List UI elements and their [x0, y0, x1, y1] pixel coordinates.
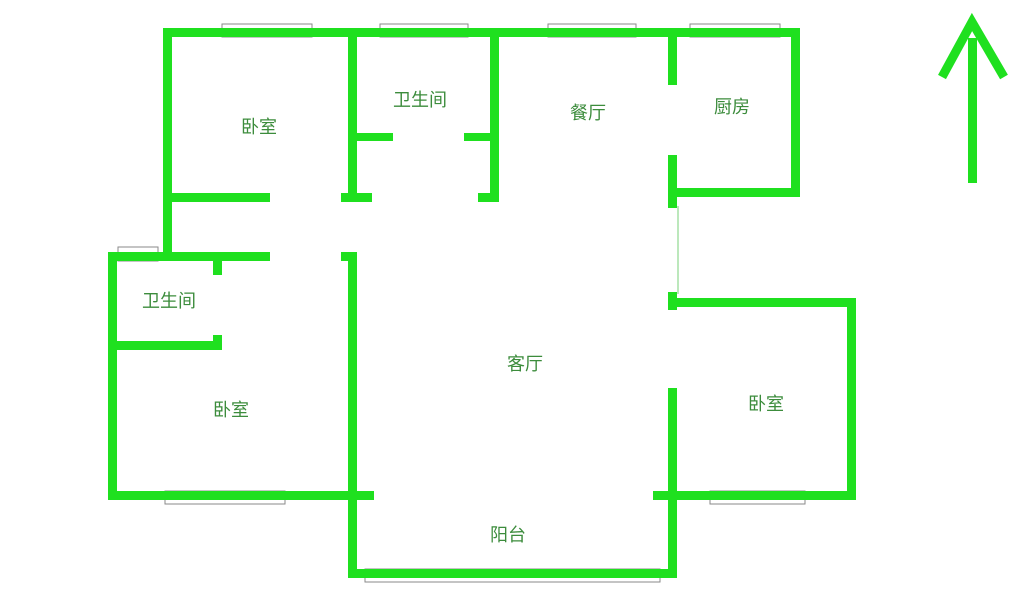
wall-segment [163, 28, 800, 37]
room-label-bathroom-n: 卫生间 [393, 90, 447, 111]
wall-segment [213, 261, 222, 275]
wall-segment [108, 252, 270, 261]
wall-segment [464, 133, 490, 141]
wall-segment [668, 188, 800, 197]
room-label-bedroom-nw: 卧室 [241, 117, 277, 138]
wall-segment [653, 491, 856, 500]
wall-segment [348, 252, 357, 578]
walls [108, 28, 856, 578]
wall-segment [213, 335, 222, 350]
room-label-kitchen: 厨房 [714, 97, 750, 118]
wall-segment [847, 298, 856, 500]
room-label-bathroom-w: 卫生间 [142, 291, 196, 312]
room-label-bedroom-sw: 卧室 [213, 400, 249, 421]
wall-segment [490, 37, 499, 202]
wall-segment [791, 28, 800, 197]
room-label-bedroom-e: 卧室 [748, 394, 784, 415]
wall-segment [108, 252, 117, 500]
wall-segment [668, 388, 677, 578]
north-arrow-icon [938, 12, 1008, 183]
wall-segment [357, 133, 393, 141]
room-label-living: 客厅 [507, 354, 543, 375]
wall-segment [668, 37, 677, 85]
wall-segment [348, 37, 357, 202]
wall-segment [108, 491, 357, 500]
wall-segment [668, 298, 856, 307]
wall-segment [117, 341, 222, 350]
wall-segment [348, 569, 677, 578]
room-label-dining: 餐厅 [570, 103, 606, 124]
wall-segment [341, 252, 357, 261]
wall-segment [357, 491, 374, 500]
wall-segment [478, 193, 499, 202]
wall-segment [668, 155, 677, 208]
wall-segment [163, 28, 172, 252]
wall-segment [341, 193, 372, 202]
wall-segment [172, 193, 270, 202]
room-label-balcony: 阳台 [490, 525, 526, 546]
